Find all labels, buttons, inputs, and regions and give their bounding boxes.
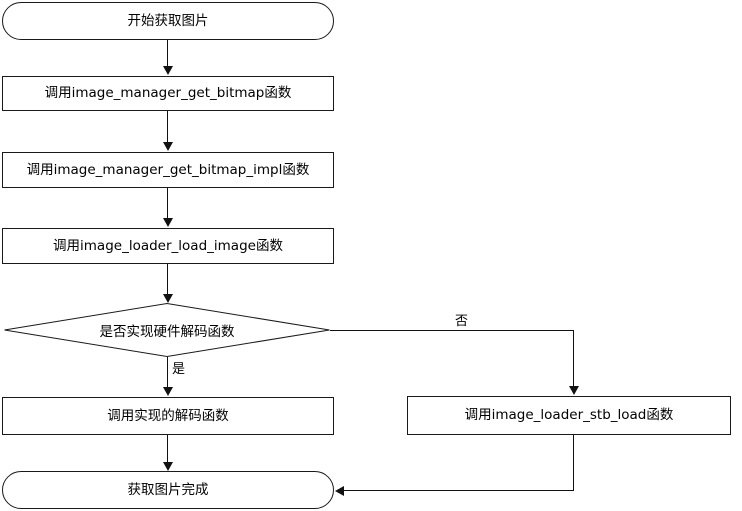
edge-impl-decode-to-end: [167, 435, 168, 463]
node-decision-hw-decode-label: 是否实现硬件解码函数: [99, 324, 235, 340]
edge-get-bitmap-to-impl: [167, 111, 168, 143]
node-end-label: 获取图片完成: [127, 481, 209, 498]
edge-stb-load-to-end-horizontal: [344, 490, 574, 491]
arrowhead-start-to-get-bitmap: [163, 66, 173, 75]
arrowhead-impl-to-loader-load: [163, 218, 173, 227]
edge-label-yes: 是: [172, 362, 186, 377]
arrowhead-decision-yes: [163, 387, 173, 396]
node-call-get-bitmap[interactable]: 调用image_manager_get_bitmap函数: [2, 76, 334, 111]
node-call-loader-load-image[interactable]: 调用image_loader_load_image函数: [2, 228, 334, 264]
node-end[interactable]: 获取图片完成: [2, 471, 334, 509]
arrowhead-decision-no: [569, 386, 579, 395]
arrowhead-get-bitmap-to-impl: [163, 142, 173, 151]
node-call-stb-load-label: 调用image_loader_stb_load函数: [464, 407, 674, 424]
node-start[interactable]: 开始获取图片: [2, 2, 334, 40]
decision-diamond-shape: [4, 302, 330, 358]
arrowhead-loader-load-to-decision: [163, 294, 173, 303]
edge-start-to-get-bitmap: [167, 40, 168, 67]
edge-stb-load-down: [573, 435, 574, 491]
node-call-loader-load-image-label: 调用image_loader_load_image函数: [53, 237, 283, 254]
node-decision-hw-decode[interactable]: 是否实现硬件解码函数: [4, 302, 330, 358]
node-call-get-bitmap-impl[interactable]: 调用image_manager_get_bitmap_impl函数: [2, 152, 334, 188]
node-call-impl-decode[interactable]: 调用实现的解码函数: [2, 397, 334, 435]
node-call-get-bitmap-label: 调用image_manager_get_bitmap函数: [44, 85, 292, 102]
edge-decision-no-vertical: [573, 330, 574, 387]
arrowhead-impl-decode-to-end: [163, 462, 173, 471]
edge-loader-load-to-decision: [167, 264, 168, 295]
node-call-stb-load[interactable]: 调用image_loader_stb_load函数: [407, 396, 731, 435]
edge-impl-to-loader-load: [167, 188, 168, 219]
edge-label-no: 否: [455, 314, 469, 329]
node-call-impl-decode-label: 调用实现的解码函数: [107, 407, 229, 424]
arrowhead-stb-load-to-end: [335, 486, 344, 496]
node-start-label: 开始获取图片: [127, 12, 209, 29]
edge-decision-yes: [167, 357, 168, 388]
edge-decision-no-horizontal: [330, 330, 574, 331]
node-call-get-bitmap-impl-label: 调用image_manager_get_bitmap_impl函数: [26, 161, 310, 178]
